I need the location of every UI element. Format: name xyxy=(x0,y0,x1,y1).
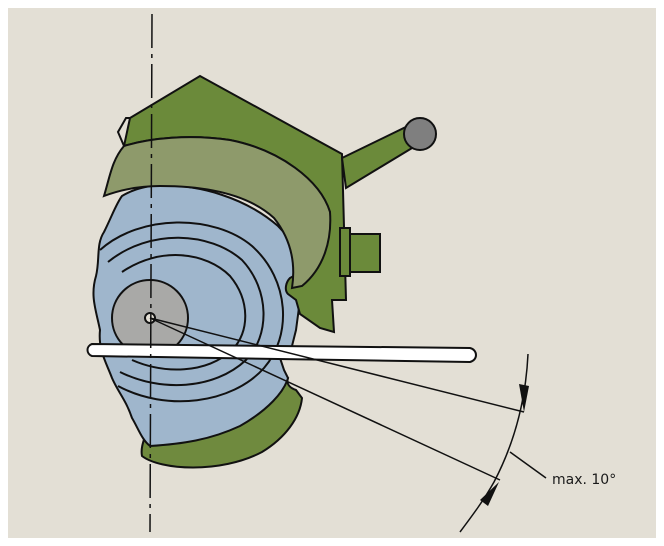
blade-ring-outer xyxy=(99,221,285,403)
arrow-upper-icon xyxy=(519,384,529,412)
guard-band xyxy=(102,136,332,290)
angle-line-upper xyxy=(149,317,525,413)
angle-label: max. 10° xyxy=(552,472,616,488)
blade-ring-inner xyxy=(121,254,247,371)
blade-ring-mid xyxy=(107,236,265,387)
angle-line-lower xyxy=(149,317,501,481)
handle-knob xyxy=(403,117,437,151)
center-line xyxy=(149,13,153,533)
guard-jagged-edge xyxy=(116,117,130,147)
arrow-lower-icon xyxy=(480,482,499,506)
label-leader xyxy=(509,451,547,479)
adjustment-block-back xyxy=(339,227,351,277)
workpiece-rail xyxy=(86,342,477,364)
adjustment-block xyxy=(345,233,381,273)
